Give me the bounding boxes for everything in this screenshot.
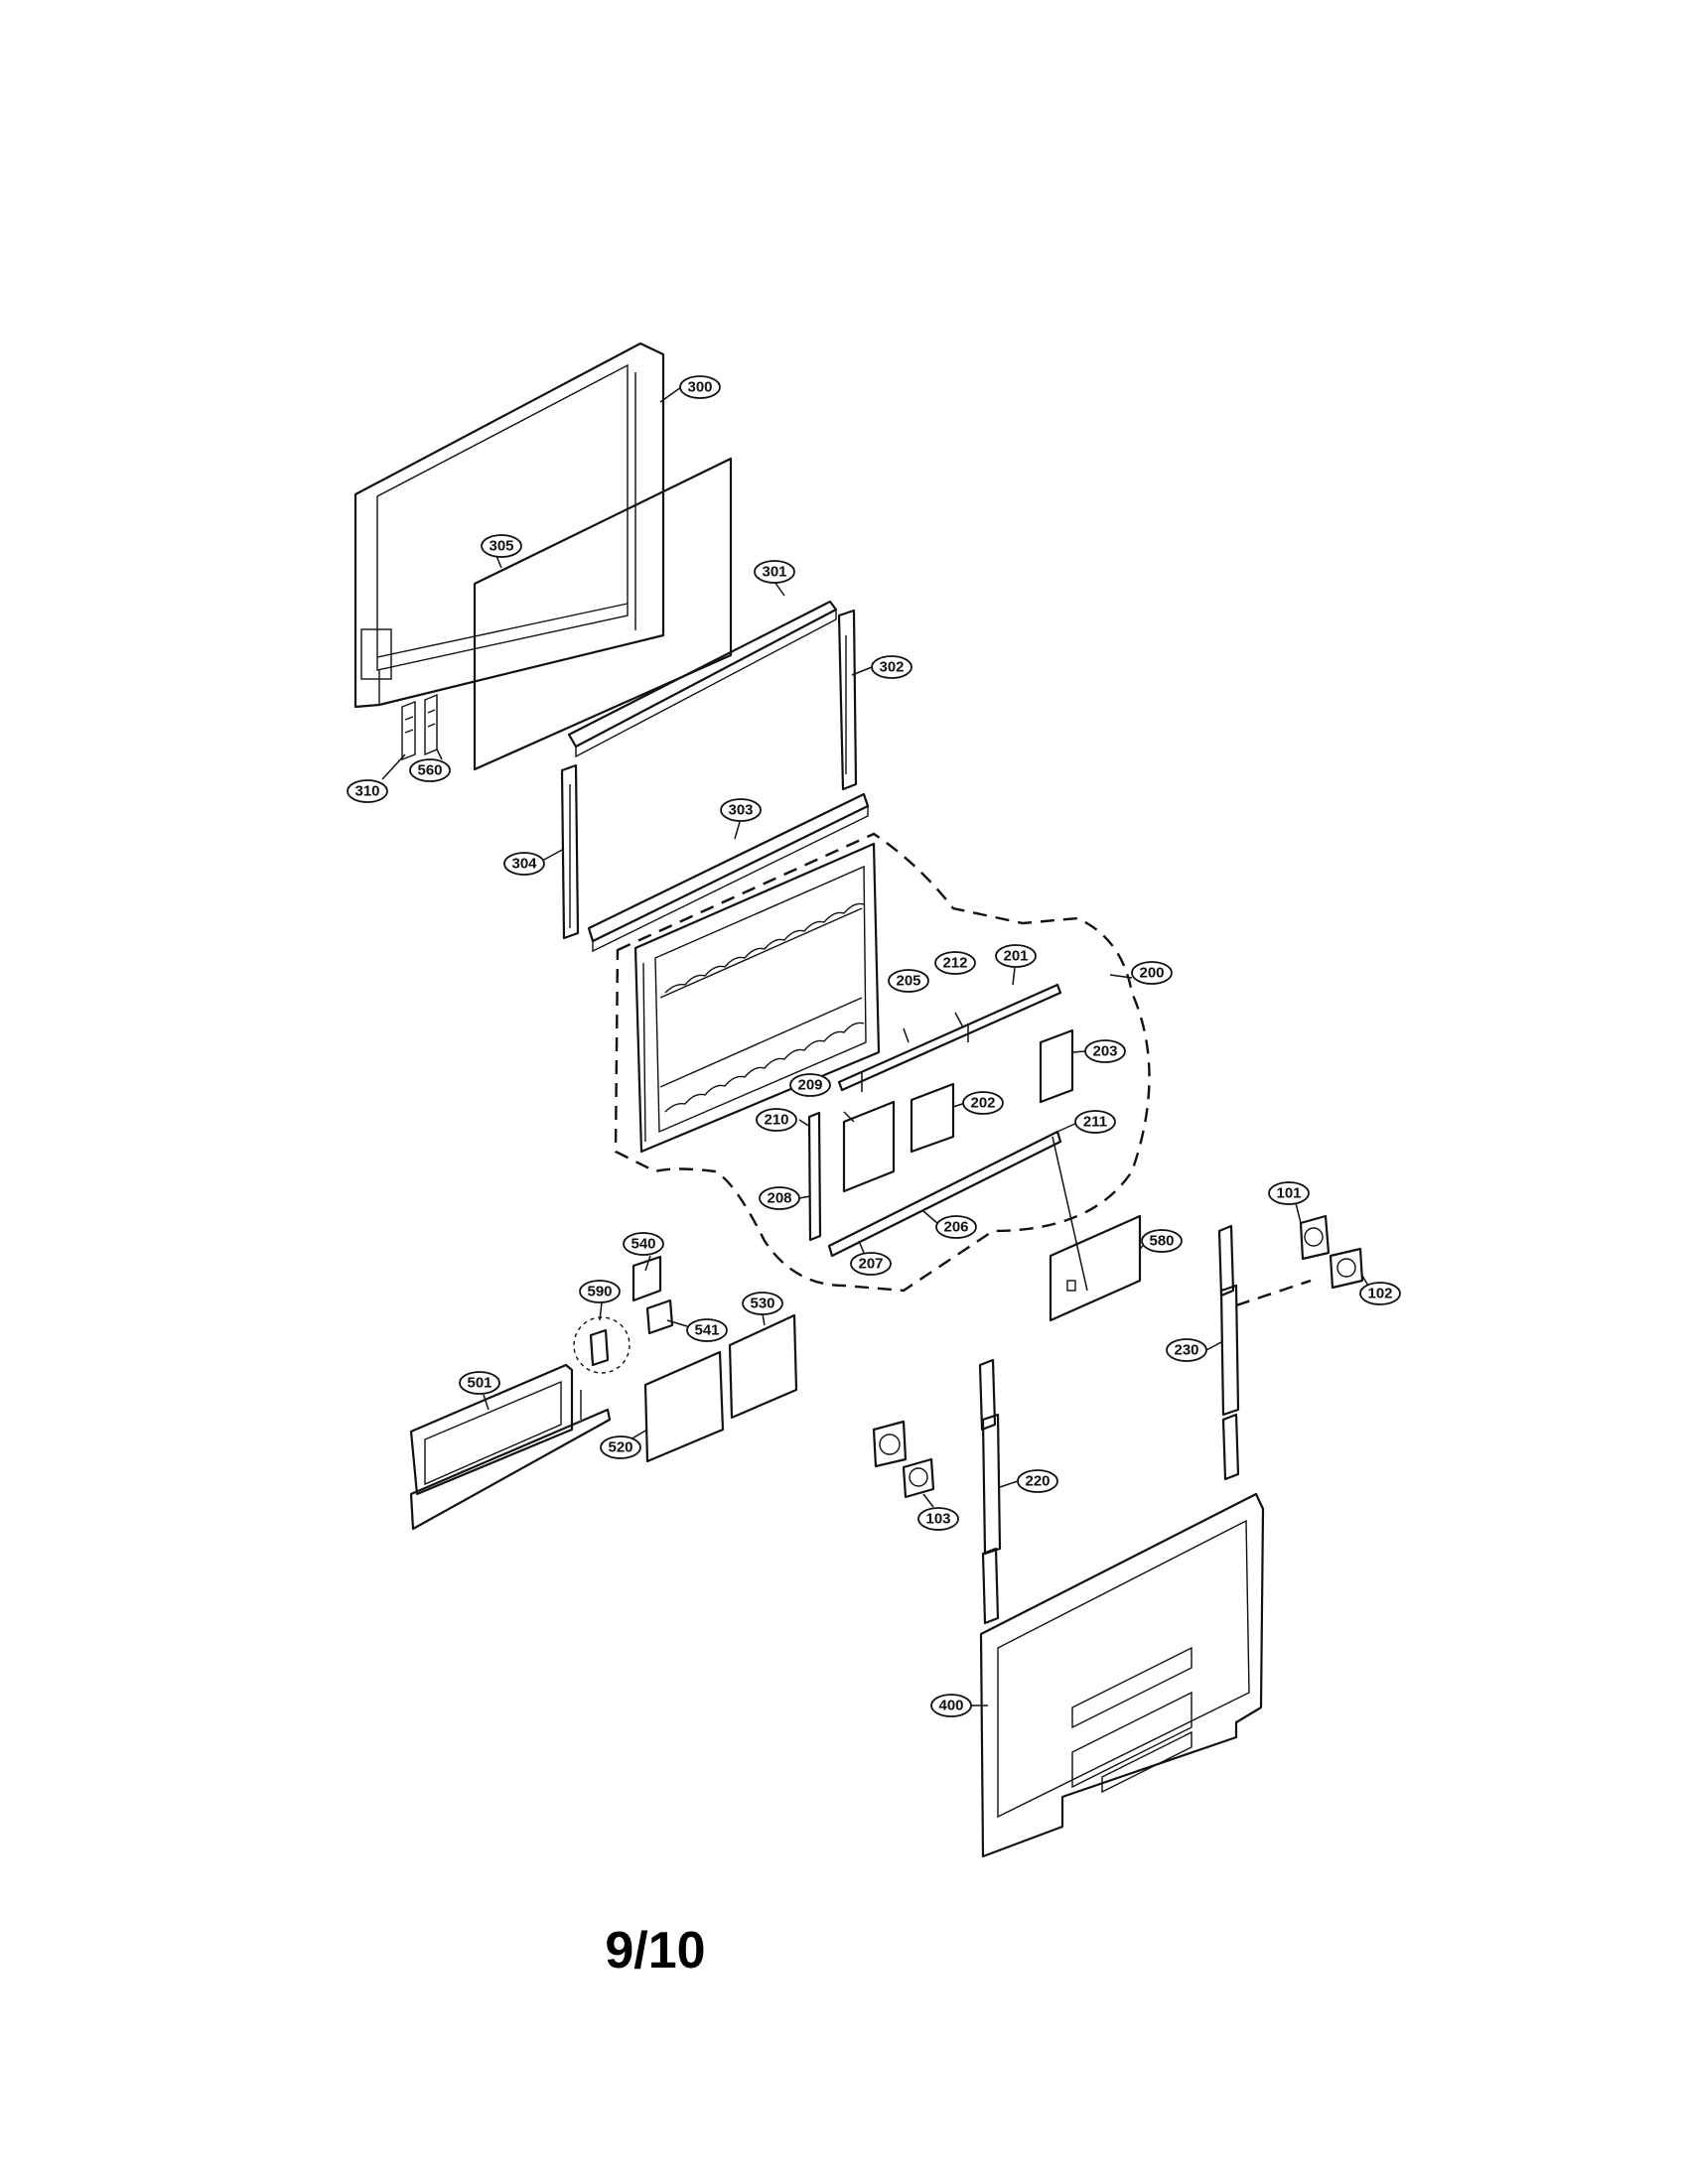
part-vertical-bracket [807, 1111, 822, 1242]
part-bottom-rail [587, 792, 870, 953]
part-cover-plate [1049, 1214, 1142, 1322]
part-front-frame [353, 341, 665, 709]
svg-text:541: 541 [694, 1322, 719, 1339]
svg-text:560: 560 [417, 762, 442, 779]
callout-101: 101 [1268, 1181, 1310, 1205]
svg-text:305: 305 [489, 538, 513, 555]
svg-text:220: 220 [1025, 1473, 1050, 1490]
callout-211: 211 [1074, 1110, 1116, 1134]
part-small-brackets [401, 693, 438, 761]
svg-text:201: 201 [1003, 948, 1028, 965]
svg-text:304: 304 [511, 856, 537, 873]
page-number: 9/10 [605, 1922, 706, 1979]
callout-305: 305 [481, 534, 522, 558]
callout-300: 300 [679, 375, 721, 399]
callout-230: 230 [1166, 1338, 1207, 1362]
part-left-speaker-bracket [978, 1358, 1002, 1625]
callout-210: 210 [756, 1108, 797, 1132]
callout-520: 520 [600, 1435, 641, 1459]
svg-text:300: 300 [687, 379, 712, 396]
part-speaker-102 [1329, 1247, 1364, 1290]
callout-201: 201 [995, 944, 1037, 968]
part-plate-209 [842, 1100, 896, 1193]
svg-text:540: 540 [631, 1236, 655, 1253]
svg-text:303: 303 [728, 802, 753, 819]
callout-580: 580 [1141, 1229, 1183, 1253]
svg-text:501: 501 [467, 1375, 491, 1392]
assembly-group-200-outline [614, 832, 1151, 1293]
callout-400: 400 [930, 1694, 972, 1717]
callout-212: 212 [934, 951, 976, 975]
callout-301: 301 [754, 560, 795, 584]
part-bracket-590 [573, 1316, 631, 1374]
part-lower-bracket-bar [827, 1130, 1088, 1292]
svg-text:310: 310 [354, 783, 379, 800]
callout-303: 303 [720, 798, 762, 822]
callout-304: 304 [503, 852, 545, 876]
svg-text:206: 206 [943, 1219, 968, 1236]
part-right-speaker-bracket [1217, 1224, 1312, 1481]
callout-102: 102 [1359, 1282, 1401, 1305]
part-top-rail [567, 600, 838, 758]
callout-206: 206 [935, 1215, 977, 1239]
callout-302: 302 [871, 655, 912, 679]
part-front-trim [409, 1363, 612, 1531]
part-plate-202 [910, 1082, 955, 1154]
svg-text:400: 400 [938, 1698, 963, 1714]
svg-text:208: 208 [767, 1190, 791, 1207]
svg-text:209: 209 [797, 1077, 822, 1094]
svg-text:205: 205 [896, 973, 920, 990]
callout-590: 590 [579, 1280, 621, 1303]
callout-205: 205 [888, 969, 929, 993]
part-speaker-103 [872, 1420, 935, 1499]
callout-541: 541 [686, 1318, 728, 1342]
svg-text:230: 230 [1174, 1342, 1198, 1359]
svg-text:202: 202 [970, 1095, 995, 1112]
callout-501: 501 [459, 1371, 500, 1395]
callout-202: 202 [962, 1091, 1004, 1115]
svg-text:301: 301 [762, 564, 786, 581]
svg-text:210: 210 [764, 1112, 788, 1129]
callout-530: 530 [742, 1292, 783, 1315]
part-plate-203 [1039, 1028, 1074, 1104]
svg-text:207: 207 [858, 1256, 883, 1273]
callout-560: 560 [409, 758, 451, 782]
leader-lines [381, 386, 1369, 1706]
part-board-530 [728, 1313, 798, 1420]
svg-text:211: 211 [1083, 1114, 1107, 1131]
part-bracket-541 [645, 1298, 674, 1335]
svg-text:203: 203 [1092, 1043, 1117, 1060]
part-display-chassis [633, 842, 881, 1154]
callout-220: 220 [1017, 1469, 1058, 1493]
callout-208: 208 [759, 1186, 800, 1210]
svg-text:102: 102 [1367, 1286, 1392, 1302]
svg-text:101: 101 [1276, 1185, 1301, 1202]
part-right-rail [837, 609, 858, 791]
callout-209: 209 [789, 1073, 831, 1097]
svg-text:520: 520 [608, 1439, 632, 1456]
svg-text:580: 580 [1149, 1233, 1174, 1250]
part-board-540 [632, 1255, 662, 1302]
callout-207: 207 [850, 1252, 892, 1276]
svg-text:302: 302 [879, 659, 904, 676]
part-left-rail [560, 763, 580, 940]
callout-203: 203 [1084, 1039, 1126, 1063]
svg-text:590: 590 [587, 1284, 612, 1300]
svg-text:200: 200 [1139, 965, 1164, 982]
callout-540: 540 [623, 1232, 664, 1256]
part-back-cover [979, 1492, 1265, 1858]
svg-text:530: 530 [750, 1296, 774, 1312]
part-board-520 [643, 1350, 725, 1463]
part-speaker-101 [1299, 1214, 1331, 1261]
svg-text:103: 103 [925, 1511, 950, 1528]
part-screen-panel [473, 457, 733, 771]
callout-103: 103 [917, 1507, 959, 1531]
part-upper-bracket-bar [837, 983, 1062, 1092]
callout-200: 200 [1131, 961, 1173, 985]
callout-310: 310 [347, 779, 388, 803]
svg-text:212: 212 [942, 955, 967, 972]
